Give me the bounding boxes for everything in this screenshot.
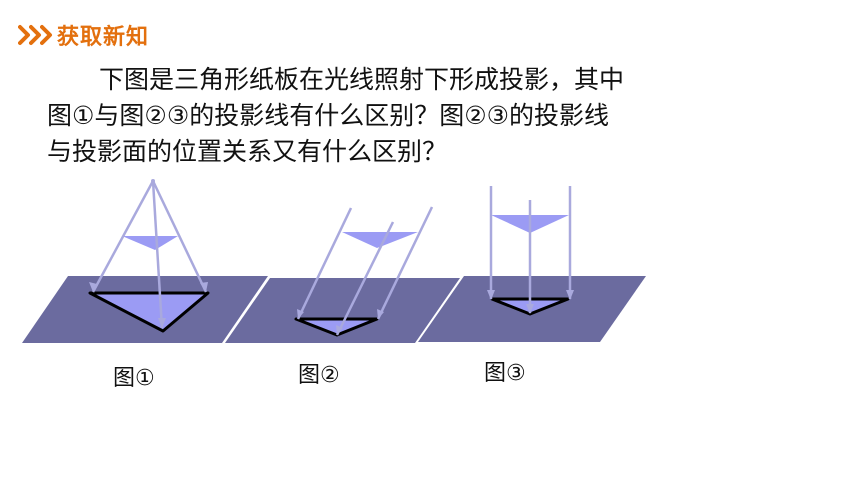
- figure-2-label: 图②: [298, 363, 340, 388]
- figure-3-orthogonal-projection: [418, 186, 646, 342]
- question-line: 与投影面的位置关系又有什么区别？: [47, 137, 448, 166]
- section-header: 获取新知: [18, 19, 149, 51]
- figure-1-central-projection: [22, 179, 268, 343]
- figure-1-label: 图①: [113, 366, 155, 391]
- projection-rays: [296, 206, 434, 336]
- shadow-triangle: [88, 291, 210, 333]
- question-text: 下图是三角形纸板在光线照射下形成投影，其中 图①与图②③的投影线有什么区别？图②…: [47, 62, 647, 170]
- figure-2-oblique-projection: [225, 206, 460, 343]
- question-line: 图①与图②③的投影线有什么区别？图②③的投影线: [47, 101, 610, 130]
- figure-3-label: 图③: [484, 361, 526, 386]
- projection-plane: [225, 278, 460, 343]
- chevrons-icon: [18, 24, 52, 46]
- projection-rays: [489, 186, 572, 313]
- cardboard-triangle: [122, 236, 178, 250]
- cardboard-triangle: [342, 232, 418, 248]
- light-source-point: [151, 179, 155, 183]
- section-title: 获取新知: [57, 25, 150, 50]
- projection-rays: [91, 180, 208, 329]
- question-line: 下图是三角形纸板在光线照射下形成投影，其中: [99, 65, 625, 94]
